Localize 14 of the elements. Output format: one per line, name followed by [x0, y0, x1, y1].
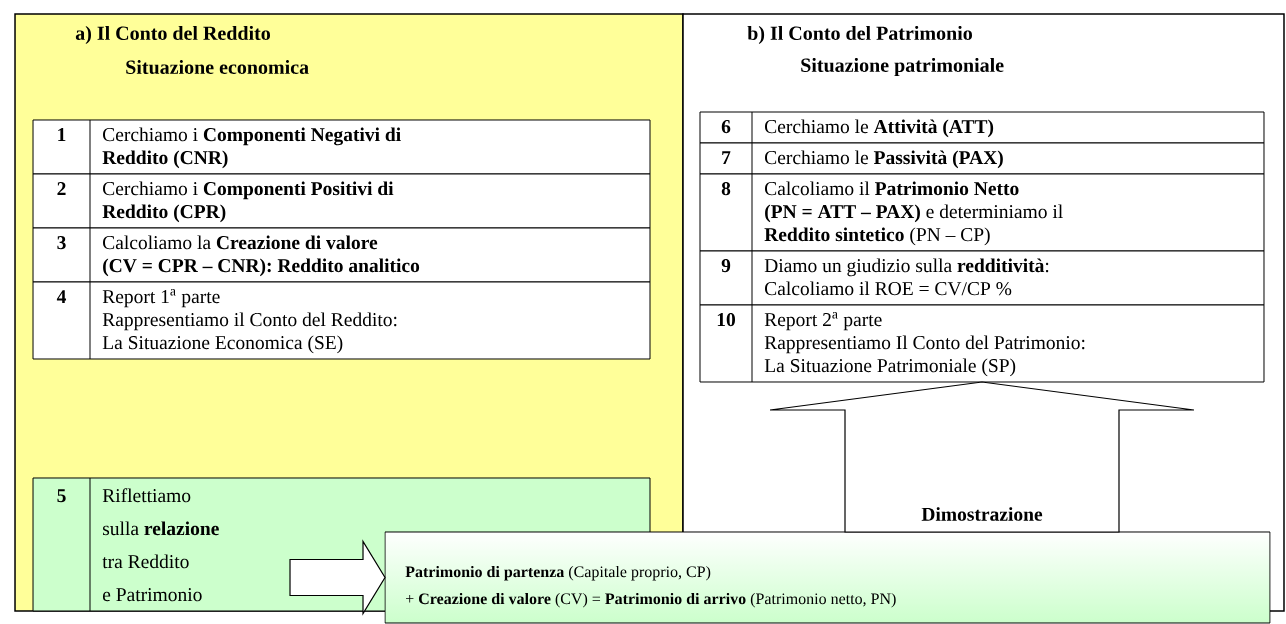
text-box: Patrimonio di partenza (Capitale proprio, CP) + Creazione di valore (CV) = Patrimonio di arrivo (Patrimonio netto, PN) [384, 531, 1271, 624]
table-row: 1 Cerchiamo i Componenti Negativi di Reddito (CNR) [32, 119, 651, 175]
block-arrow [769, 381, 1195, 533]
table-row: 10 Report 2$^{a}$ parte Rappresentiamo Il Conto del Patrimonio: La Situazione Patrimoniale (SP) [699, 304, 1265, 383]
table-row: 9 Diamo un giudizio sulla redditività: Calcoliamo il ROE = CV/CP % [699, 250, 1265, 306]
table-row: 4 Report 1$^{a}$ parte Rappresentiamo il Conto del Reddito: La Situazione Economica (SE) [32, 281, 651, 360]
table-row: 3 Calcoliamo la Creazione di valore (CV = CPR – CNR): Reddito analitico [32, 227, 651, 283]
panel-heading: b) Il Conto del Patrimonio Situazione patrimoniale [747, 25, 1004, 77]
table-row: 2 Cerchiamo i Componenti Positivi di Reddito (CPR) [32, 173, 651, 229]
table-row: 6 Cerchiamo le Attività (ATT) [699, 111, 1265, 144]
table-row: 7 Cerchiamo le Passività (PAX) [699, 142, 1265, 175]
panel-heading: a) Il Conto del Reddito Situazione economica [75, 25, 309, 75]
edge-label: Dimostrazione [920, 506, 1044, 522]
block-arrow [289, 539, 386, 616]
